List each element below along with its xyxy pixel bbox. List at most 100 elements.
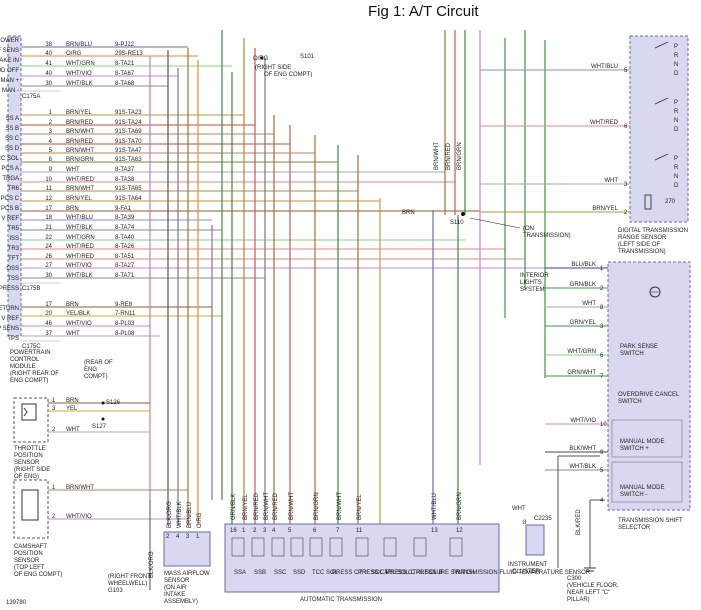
pcm-pin-label: TFT xyxy=(8,256,19,262)
tr-label-line: RANGE SENSOR xyxy=(618,235,667,241)
transmission-wire-pin: 13 xyxy=(431,528,438,534)
pcm-wire-pin: 4 xyxy=(49,139,53,145)
tr-label-line: DIGITAL TRANSMISSION xyxy=(618,228,688,234)
pcm-label-line: ENG COMPT) xyxy=(10,378,48,384)
s110-wire-3: BRN/GRN xyxy=(457,142,463,170)
pcm-wire-circuit: 8-TA40 xyxy=(115,235,135,241)
pcm-wire-circuit: 91S-TA64 xyxy=(115,196,142,202)
pcm-pin-label: V REF xyxy=(1,216,19,222)
transmission-wire-color: WHT/BLU xyxy=(432,493,438,520)
selector-wire-pin: 10 xyxy=(600,422,607,428)
selector-wire-color: GRN/WHT xyxy=(567,370,596,376)
tr-switch xyxy=(654,97,669,105)
pcm-wire-color: WHT/VIO xyxy=(66,321,92,327)
pcm-wire-color: WHT/VIO xyxy=(66,263,92,269)
selector-lights-label: SYSTEM xyxy=(520,287,545,293)
tr-contact-label: N xyxy=(674,62,678,68)
pcm-label-line: MODULE xyxy=(10,364,36,370)
pcm-wire-pin: 27 xyxy=(45,263,52,269)
pcm-pin-label: BRAKE IN xyxy=(0,58,19,64)
pcm-wire-pin: 6 xyxy=(49,157,53,163)
maf-wire-pin: 1 xyxy=(196,534,200,540)
pcm-wire-circuit: 91S-TA63 xyxy=(115,157,142,163)
tr-wire-color: WHT/BLU xyxy=(591,64,618,70)
pcm-wire-circuit: 9-RE8 xyxy=(115,302,133,308)
pcm-wire-circuit: 8-TA51 xyxy=(115,254,135,260)
transmission-component-label: TRANSMISSION FLUID TEMPERATURE SENSOR xyxy=(452,570,591,576)
selector-wire-pin: 4 xyxy=(600,498,604,504)
c300-label-4: PILLAR) xyxy=(567,597,590,603)
pcm-wire-color: BRN/WHT xyxy=(66,148,94,154)
c300-label-3: NEAR LEFT "C" xyxy=(567,590,610,596)
pcm-wire-circuit: 9-PJ22 xyxy=(115,42,135,48)
pcm-wire-pin: 26 xyxy=(45,254,52,260)
splice-labels: O/RG S101 (RIGHT SIDE OF ENG COMPT) S110… xyxy=(253,54,571,239)
transmission-wire-color: BRN/WHT xyxy=(289,492,295,520)
maf-ground-line: WHEELWELL) xyxy=(108,581,147,587)
maf-label-line: ASSEMBLY) xyxy=(164,599,198,605)
pcm-wire-color: WHT/BLK xyxy=(66,273,93,279)
pcm-wire-circuit: 91S-TA23 xyxy=(115,110,142,116)
pcm-wire-pin: 46 xyxy=(45,321,52,327)
transmission-component-coil xyxy=(290,537,304,557)
cmp-wire-color: WHT/VIO xyxy=(66,514,92,520)
tps-wire-color: BRN xyxy=(66,398,79,404)
pcm-label-line: CONTROL xyxy=(10,357,40,363)
pcm-pin-label: RETURN xyxy=(0,306,19,312)
selector-wire-color: WHT/GRN xyxy=(567,349,596,355)
maf-label-line: MASS AIRFLOW xyxy=(164,571,210,577)
pcm-wire-circuit: 7-RN11 xyxy=(115,311,136,317)
connector-c175c: C175C xyxy=(22,344,41,350)
tr-contact-label: R xyxy=(674,53,679,59)
selector-wire-pin: 5 xyxy=(600,468,604,474)
tr-contact-label: D xyxy=(674,127,679,133)
pcm-wire-circuit: 91S-TA47 xyxy=(115,148,142,154)
c300-label-1: C300 xyxy=(567,576,582,582)
pcm-wire-pin: 40 xyxy=(45,71,52,77)
tps-wire-color: WHT xyxy=(66,427,80,433)
pcm-wire-pin: 37 xyxy=(45,331,52,337)
transmission-component-coil xyxy=(309,537,323,557)
pcm-wire-pin: 3 xyxy=(49,129,53,135)
pcm-wire-circuit: 8-TA21 xyxy=(115,61,135,67)
pcm-label-line: (RIGHT REAR OF xyxy=(10,371,59,377)
tr-switch xyxy=(654,41,669,49)
maf-ground-line: (RIGHT FRONT xyxy=(108,574,151,580)
selector-od-label: SWITCH xyxy=(618,399,642,405)
pcm-wire-color: WHT/RED xyxy=(66,254,95,260)
tps-label-line: (RIGHT SIDE xyxy=(14,467,50,473)
pcm-wire-pin: 20 xyxy=(45,311,52,317)
pcm-wire-pin: 24 xyxy=(45,244,52,250)
selector-wire-color: WHT/VIO xyxy=(570,418,596,424)
pcm-wire-color: WHT xyxy=(66,331,80,337)
splice-s110-loc2: TRANSMISSION) xyxy=(523,233,571,239)
pcm-pin-label: SS C xyxy=(5,136,20,142)
pcm-wire-circuit: 8-TA27 xyxy=(115,263,135,269)
maf-wire-color: BRN/BLU xyxy=(187,502,193,528)
selector-manplus-label: SWITCH + xyxy=(620,446,649,452)
maf-wire-color: WHT/BLK xyxy=(177,501,183,528)
pcm-pin-label: OSS xyxy=(6,266,19,272)
pcm-wire-color: WHT/BLK xyxy=(66,225,93,231)
transmission-component-label: PRESSURE SWITCH xyxy=(416,570,474,576)
pcm-wire-pin: 17 xyxy=(45,302,52,308)
pcm-wire-color: WHT xyxy=(66,167,80,173)
maf-ground-line: G103 xyxy=(108,588,123,594)
rear-note-line: COMPT) xyxy=(84,374,108,380)
bus-wires xyxy=(149,30,546,525)
pcm-pin-label: TPS xyxy=(7,336,19,342)
maf-wire-color: BLK/ORG xyxy=(167,501,173,528)
pcm-wire-color: YEL/BLK xyxy=(66,311,90,317)
pcm-pin-label: PRESS xyxy=(0,286,19,292)
pcm-wire-circuit: 8-PL03 xyxy=(115,321,135,327)
pcm-wire-pin: 12 xyxy=(45,196,52,202)
splice-s126: S126 xyxy=(106,400,121,406)
selector-wire-pin: 9 xyxy=(600,450,604,456)
transmission-component-label: SSD xyxy=(293,570,306,576)
pcm-wire-color: WHT/GRN xyxy=(66,235,95,241)
pcm-pin-label: MAF SENS xyxy=(0,48,19,54)
cmp-wire-pin: 2 xyxy=(52,514,56,520)
